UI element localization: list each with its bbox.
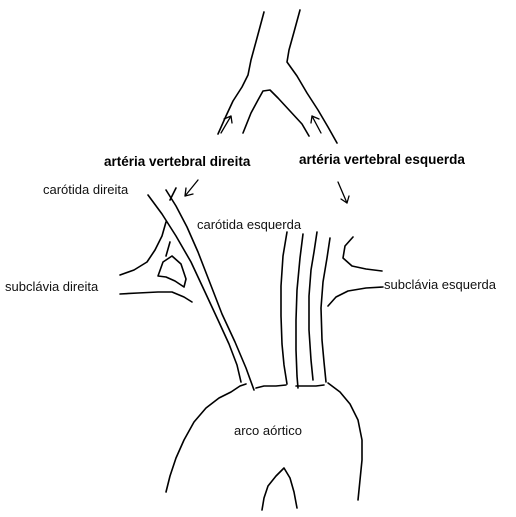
- labels: artéria vertebral direita artéria verteb…: [5, 152, 497, 438]
- vertebral-fork-inner: [243, 90, 309, 136]
- right-subclavian-upper-wall: [120, 222, 166, 275]
- right-subclavian-lower-wall: [120, 292, 192, 302]
- arrow-left-vertebral: [311, 116, 321, 133]
- aortic-arch-right-wall: [328, 383, 362, 500]
- arrow-to-left-vertebral-origin: [338, 182, 349, 203]
- aortic-arch: [166, 383, 362, 510]
- aortic-arch-left-wall: [166, 384, 246, 492]
- left-subclavian-outer-wall: [321, 238, 330, 382]
- basilar-right-wall: [287, 10, 337, 143]
- label-aortic-arch: arco aórtico: [234, 423, 302, 438]
- basilar-left-wall: [218, 12, 264, 134]
- right-vertebral-stub: [170, 188, 176, 200]
- left-vessels: [281, 232, 383, 388]
- left-subclavian-upper-wall: [343, 237, 382, 271]
- label-right-carotid: carótida direita: [43, 182, 129, 197]
- vertebral-basilar-junction: [218, 10, 337, 143]
- label-left-subclavian: subclávia esquerda: [384, 277, 497, 292]
- right-vertebral-loop: [158, 256, 186, 287]
- aortic-arch-top-gap-left: [256, 385, 286, 388]
- right-vertebral-origin: [166, 242, 170, 256]
- label-left-vertebral-artery: artéria vertebral esquerda: [299, 152, 465, 167]
- aortic-arch-inner-fold: [262, 468, 297, 510]
- left-carotid-left-wall: [281, 232, 287, 384]
- label-right-vertebral-artery: artéria vertebral direita: [104, 154, 251, 169]
- arrow-to-right-vertebral-origin: [185, 180, 198, 196]
- left-subclavian-lower-wall: [328, 287, 383, 306]
- aortic-arch-top-gap-right: [296, 385, 324, 386]
- left-carotid-right-wall: [296, 234, 303, 388]
- label-left-carotid: carótida esquerda: [197, 217, 302, 232]
- label-right-subclavian: subclávia direita: [5, 279, 99, 294]
- left-subclavian-inner-wall: [309, 232, 317, 380]
